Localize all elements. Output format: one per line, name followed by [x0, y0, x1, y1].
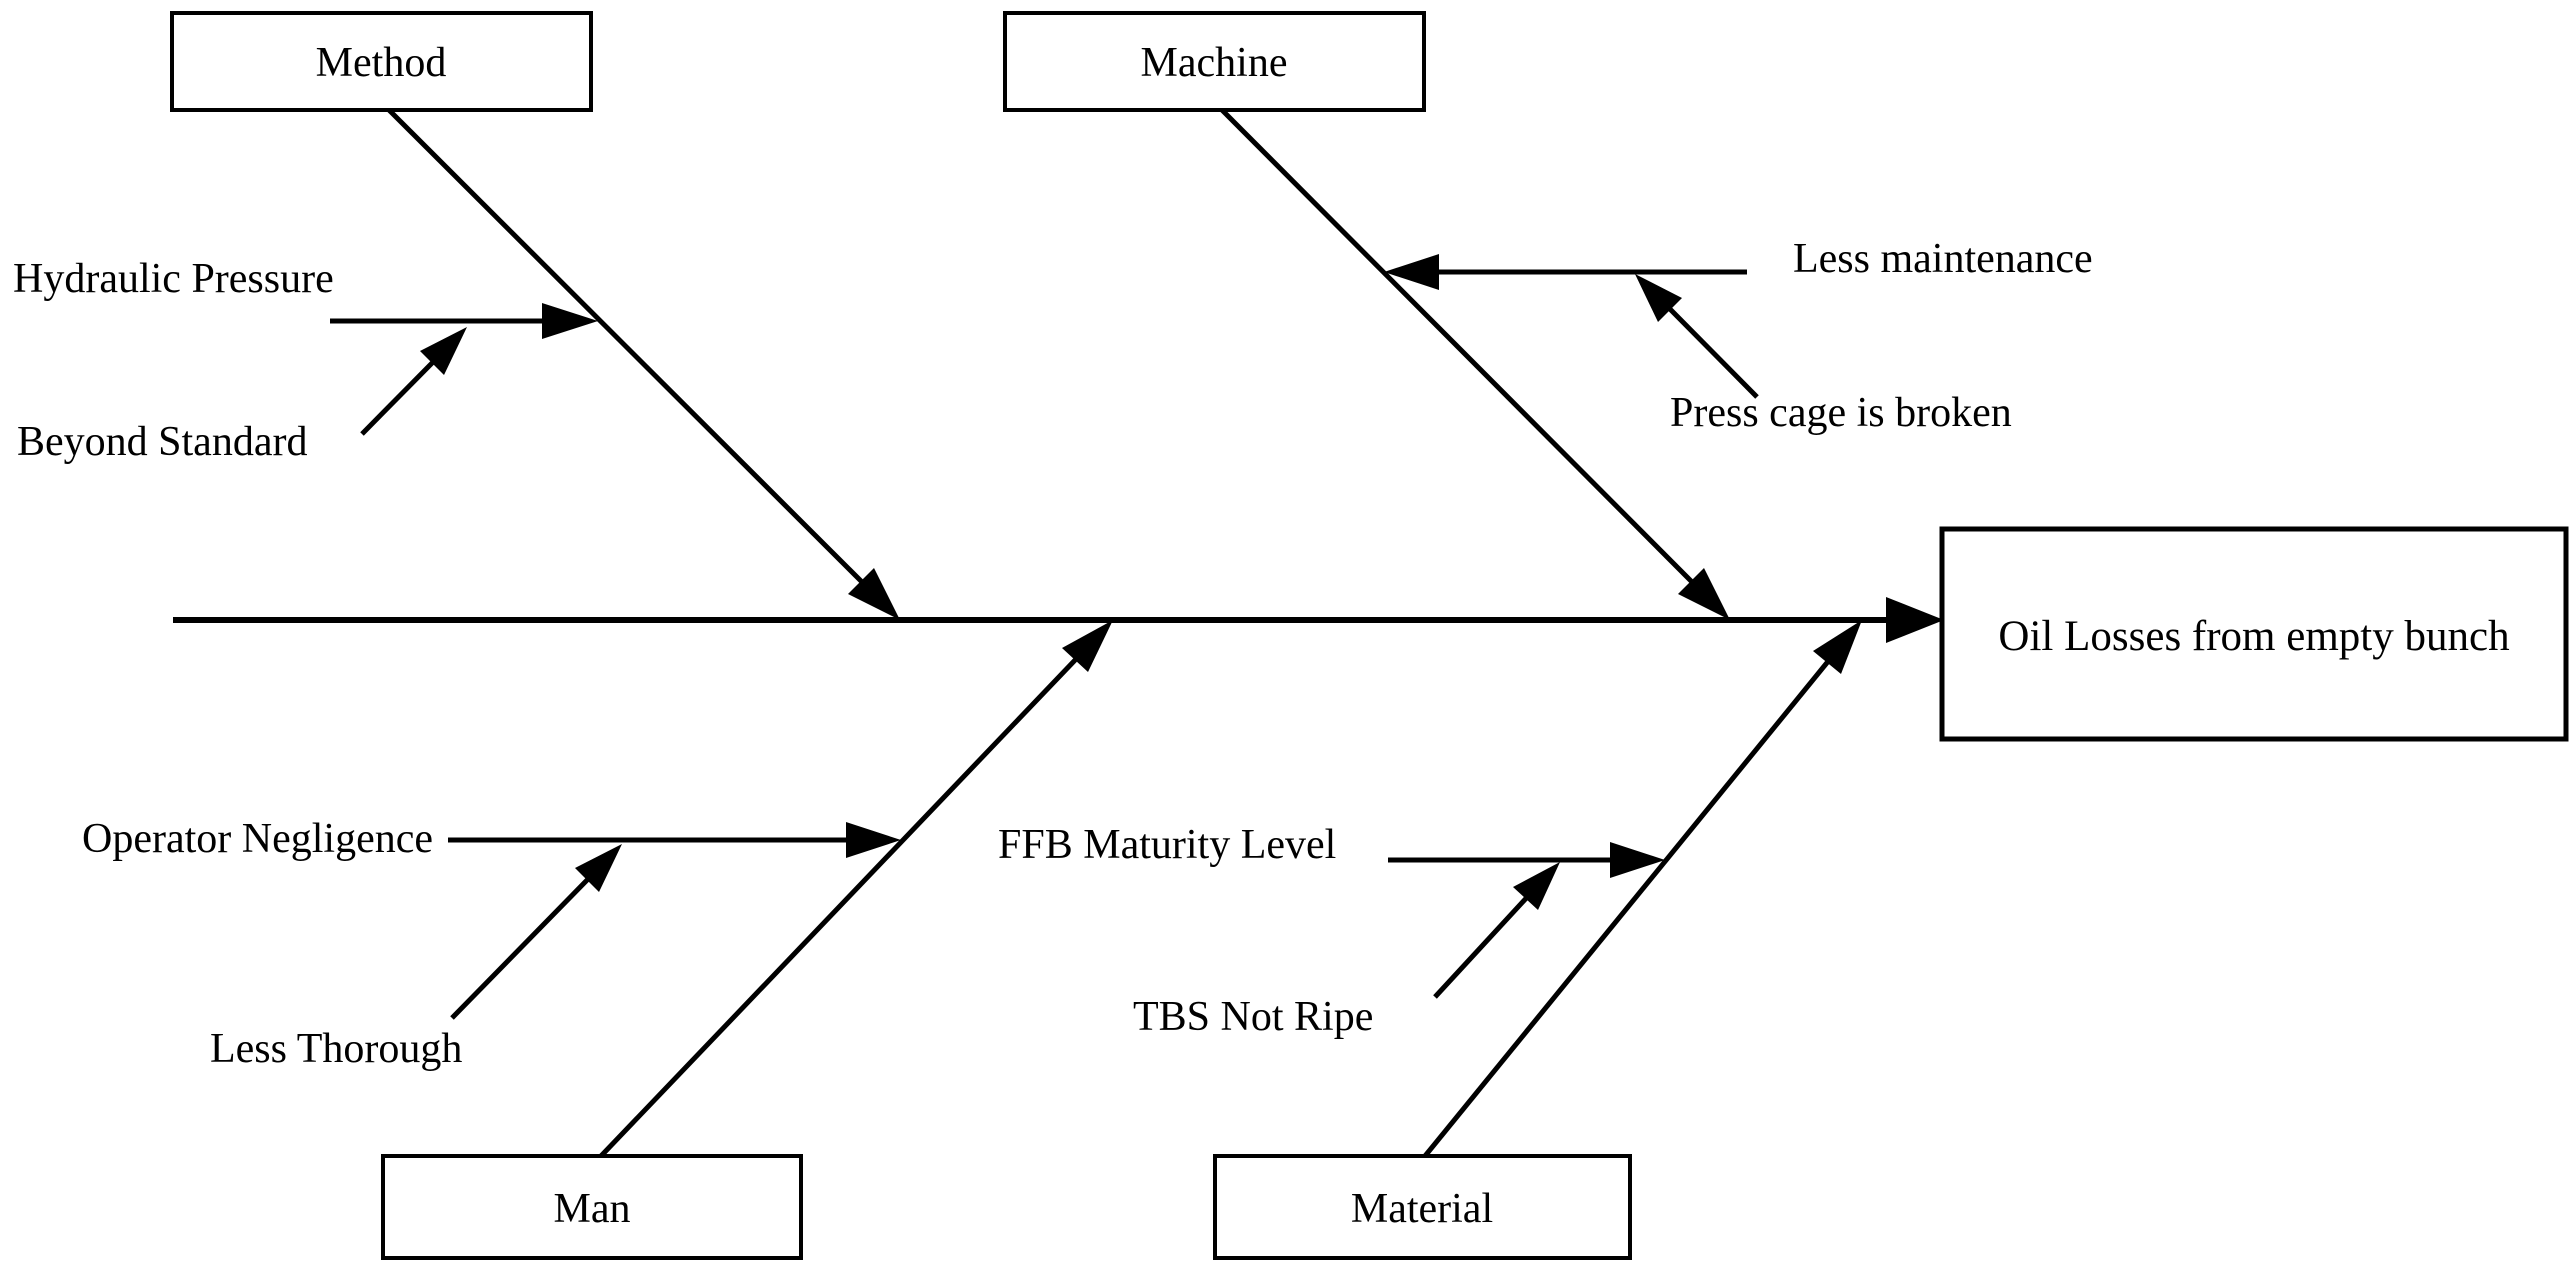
category-box-method [170, 11, 593, 112]
cause-arrow-line-beyond-standard [360, 356, 439, 436]
cause-arrow-line-press-cage-is-broken [1664, 303, 1759, 399]
effect-group: Oil Losses from empty bunch [1939, 526, 2569, 742]
effect-label: Oil Losses from empty bunch [1998, 613, 2509, 660]
cause-arrow-line-tbs-not-ripe [1433, 892, 1532, 999]
category-label-material: Material [1351, 1186, 1493, 1232]
cause-arrowhead-operator-negligence [846, 822, 901, 858]
category-man: Man Operator Negligence Less Thorough [82, 620, 1113, 1260]
cause-arrowhead-ffb-maturity-level [1610, 842, 1665, 878]
branch-arrowhead-machine [1678, 568, 1730, 620]
branch-line-method [387, 108, 868, 588]
cause-arrowhead-less-thorough [575, 844, 622, 892]
category-machine: Machine Less maintenance Press cage is b… [1003, 11, 2093, 620]
cause-label-ffb-maturity-level: FFB Maturity Level [998, 822, 1336, 868]
category-method: Method Hydraulic Pressure Beyond Standar… [13, 11, 900, 620]
branch-line-material [1423, 657, 1832, 1158]
cause-label-press-cage-is-broken: Press cage is broken [1670, 390, 2012, 436]
cause-label-operator-negligence: Operator Negligence [82, 816, 433, 862]
category-box-man [381, 1154, 803, 1260]
spine-arrowhead [1886, 597, 1944, 643]
category-box-machine [1003, 11, 1426, 112]
branch-arrowhead-material [1813, 620, 1862, 674]
cause-arrowhead-tbs-not-ripe [1513, 862, 1560, 910]
cause-arrow-line-less-thorough [450, 873, 594, 1020]
cause-arrowhead-less-maintenance [1384, 254, 1439, 290]
category-label-man: Man [554, 1186, 631, 1232]
cause-label-less-thorough: Less Thorough [210, 1026, 462, 1072]
category-label-machine: Machine [1141, 40, 1288, 86]
category-box-material [1213, 1154, 1632, 1260]
cause-label-tbs-not-ripe: TBS Not Ripe [1133, 994, 1373, 1040]
cause-label-beyond-standard: Beyond Standard [17, 419, 307, 465]
branch-line-machine [1220, 108, 1696, 586]
cause-arrowhead-beyond-standard [420, 327, 467, 375]
cause-arrowhead-press-cage-is-broken [1635, 274, 1682, 322]
cause-label-hydraulic-pressure: Hydraulic Pressure [13, 256, 334, 302]
branch-arrowhead-method [848, 568, 900, 620]
cause-label-less-maintenance: Less maintenance [1793, 236, 2093, 282]
effect-box [1939, 526, 2569, 742]
category-label-method: Method [316, 40, 447, 86]
category-material: Material FFB Maturity Level TBS Not Ripe [998, 620, 1862, 1260]
branch-line-man [599, 655, 1080, 1158]
branch-arrowhead-man [1062, 620, 1113, 672]
cause-arrowhead-hydraulic-pressure [542, 303, 598, 339]
